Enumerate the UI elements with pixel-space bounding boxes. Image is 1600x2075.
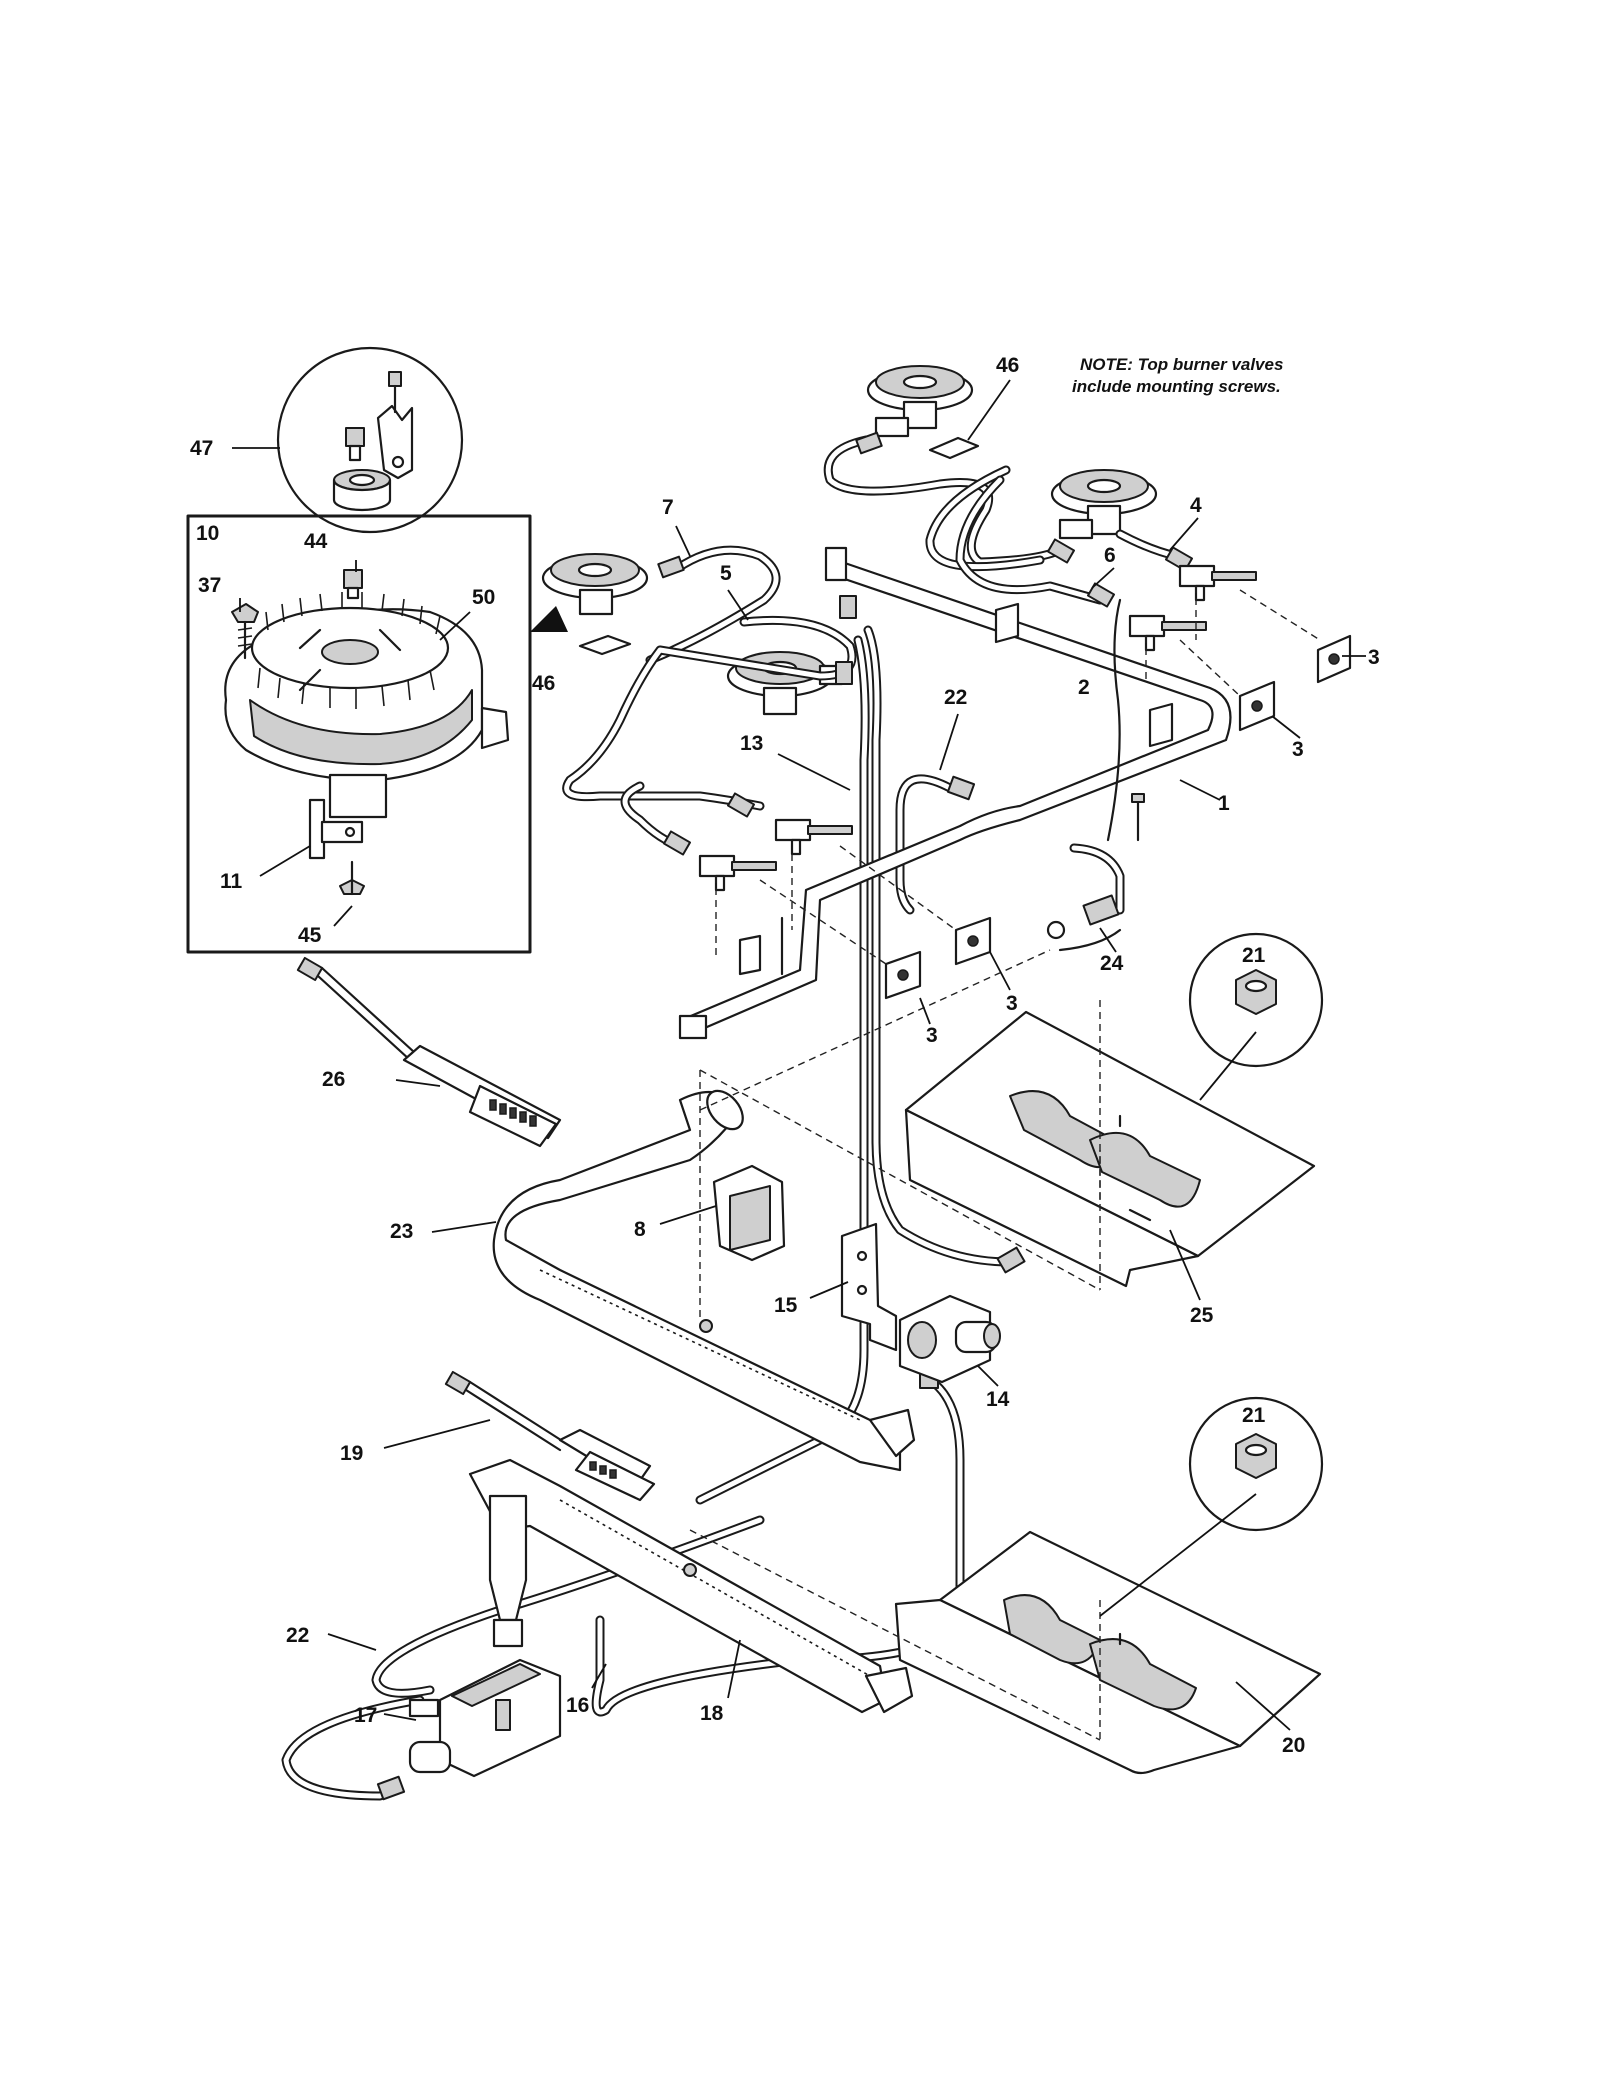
callout-3-right: 3 — [1292, 738, 1304, 761]
callout-3-left: 3 — [926, 1024, 938, 1047]
callout-10: 10 — [196, 522, 219, 545]
callout-20: 20 — [1282, 1734, 1305, 1757]
detail-box-10 — [186, 514, 532, 954]
bracket-15 — [840, 1222, 898, 1352]
bracket-8 — [712, 1164, 786, 1262]
callout-labels: 47 10 37 44 50 11 45 7 5 46 46 4 6 13 22… — [190, 354, 1380, 1757]
callout-21-top: 21 — [1242, 944, 1266, 967]
callout-19: 19 — [340, 1442, 363, 1465]
callout-50: 50 — [472, 586, 495, 609]
manifold-1 — [678, 546, 1232, 1040]
nut-detail-21-bottom — [1188, 1396, 1324, 1532]
callout-45: 45 — [298, 924, 322, 947]
baffle-25 — [904, 1010, 1316, 1288]
callout-26: 26 — [322, 1068, 345, 1091]
igniter-19 — [444, 1370, 656, 1502]
knob-bracket-3 — [884, 634, 1352, 1000]
leader-lines — [232, 379, 1366, 1731]
note-line-2: include mounting screws. — [1072, 377, 1281, 396]
burner-valves-2 — [698, 564, 1257, 892]
top-burner-rear-left — [866, 365, 974, 438]
callout-6: 6 — [1104, 544, 1116, 567]
callout-37: 37 — [198, 574, 221, 597]
callout-24: 24 — [1100, 952, 1124, 975]
oven-valve-17 — [376, 1658, 562, 1801]
callout-11: 11 — [220, 870, 243, 893]
callout-4: 4 — [1190, 494, 1202, 517]
callout-2: 2 — [1078, 676, 1090, 699]
tube-fittings — [657, 431, 1194, 1389]
broil-burner-23 — [492, 1089, 916, 1472]
top-burner-left — [541, 553, 649, 616]
callout-22-top: 22 — [944, 686, 967, 709]
callout-14: 14 — [986, 1388, 1010, 1411]
top-burner-rear-right — [1050, 469, 1158, 540]
callout-25: 25 — [1190, 1304, 1214, 1327]
note-line-1: NOTE: Top burner valves — [1080, 355, 1283, 374]
baffle-20 — [894, 1530, 1322, 1775]
bracket-46-left — [578, 634, 632, 656]
callout-15: 15 — [774, 1294, 798, 1317]
callout-44: 44 — [304, 530, 328, 553]
callout-47: 47 — [190, 437, 213, 460]
callout-23: 23 — [390, 1220, 413, 1243]
assembly-guides — [689, 586, 1321, 1741]
callout-5: 5 — [720, 562, 732, 585]
igniter-26 — [296, 956, 562, 1148]
callout-21-bottom: 21 — [1242, 1404, 1266, 1427]
regulator-14 — [898, 1294, 1001, 1384]
callout-17: 17 — [354, 1704, 377, 1727]
callout-46-left: 46 — [532, 672, 555, 695]
callout-22-bottom: 22 — [286, 1624, 309, 1647]
callout-3-right-top: 3 — [1368, 646, 1380, 669]
callout-8: 8 — [634, 1218, 646, 1241]
callout-1: 1 — [1218, 792, 1230, 815]
bracket-46-top — [928, 436, 980, 460]
callout-7: 7 — [662, 496, 674, 519]
detail-circle-47 — [276, 346, 464, 534]
callout-13: 13 — [740, 732, 763, 755]
bake-burner-18 — [468, 1458, 914, 1714]
callout-3-mid: 3 — [1006, 992, 1018, 1015]
callout-18: 18 — [700, 1702, 724, 1725]
nut-detail-21-top — [1188, 932, 1324, 1068]
pointer-wedge — [530, 606, 568, 632]
callout-16: 16 — [566, 1694, 589, 1717]
connector-24 — [1046, 843, 1125, 952]
callout-46-top: 46 — [996, 354, 1019, 377]
